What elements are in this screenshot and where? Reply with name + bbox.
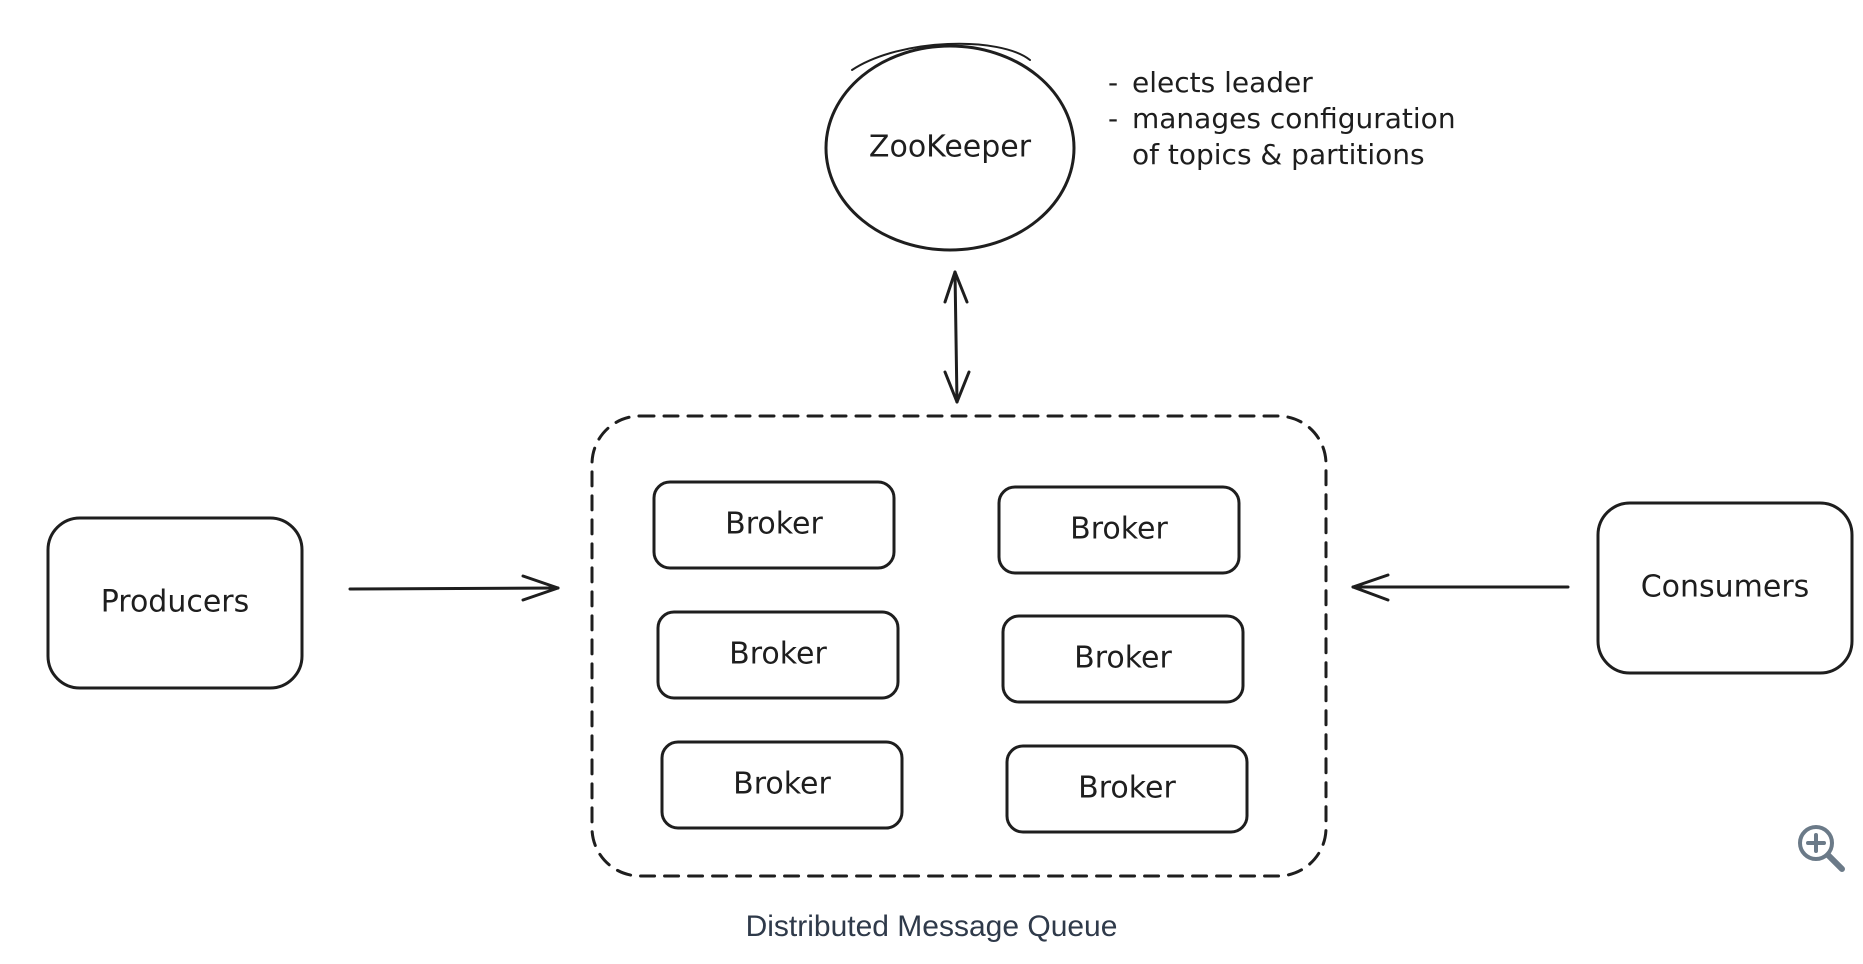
producers-node [46, 516, 304, 690]
broker-node [1001, 614, 1245, 704]
broker-node [656, 610, 900, 700]
zookeeper-notes: - elects leader - manages configuration … [1108, 66, 1456, 171]
broker-label: Broker [1074, 641, 1172, 676]
consumers-node [1596, 501, 1854, 675]
note-bullet: - [1108, 66, 1118, 99]
producers-arrow [348, 574, 560, 602]
broker-label: Broker [1078, 771, 1176, 806]
note-line: elects leader [1132, 66, 1313, 99]
note-line: of topics & partitions [1132, 138, 1425, 171]
consumers-arrow [1351, 573, 1570, 602]
message-queue-cluster [590, 414, 1328, 878]
broker-label: Broker [725, 507, 823, 542]
broker-label: Broker [729, 637, 827, 672]
zookeeper-cluster-arrow [943, 270, 971, 404]
broker-node [652, 480, 896, 570]
producers-label: Producers [101, 585, 250, 620]
diagram-caption: Distributed Message Queue [745, 910, 1118, 943]
note-bullet: - [1108, 102, 1118, 135]
broker-node [1005, 744, 1249, 834]
broker-label: Broker [733, 767, 831, 802]
zoom-in-icon[interactable] [1795, 822, 1847, 874]
broker-node [997, 485, 1241, 575]
zookeeper-node [824, 42, 1076, 252]
note-line: manages configuration [1132, 102, 1456, 135]
broker-node [660, 740, 904, 830]
zookeeper-label: ZooKeeper [869, 130, 1032, 165]
consumers-label: Consumers [1641, 570, 1810, 605]
broker-label: Broker [1070, 512, 1168, 547]
